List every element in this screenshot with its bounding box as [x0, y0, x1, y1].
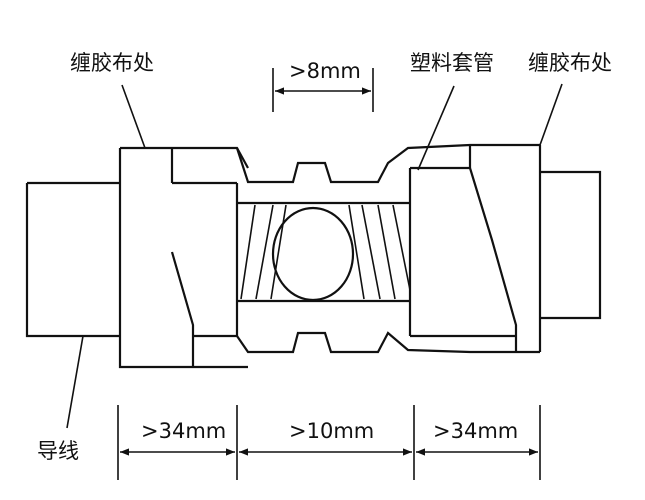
conductor-core: [271, 206, 355, 302]
dimension-bottom: [117, 405, 541, 480]
dim-middle-span-text: >10mm: [289, 419, 374, 443]
dim-top-gap-text: >8mm: [289, 59, 361, 83]
leader-lines: [66, 83, 563, 429]
label-wire: 导线: [37, 439, 79, 463]
dim-right-span-text: >34mm: [433, 419, 518, 443]
label-plastic-sleeve: 塑料套管: [410, 51, 494, 75]
left-wire: [25, 181, 120, 338]
dim-left-span-text: >34mm: [141, 419, 226, 443]
label-tape-left: 缠胶布处: [70, 51, 154, 75]
dimension-top-gap: [272, 68, 374, 112]
right-tape-wrap: [410, 145, 542, 352]
right-wire: [540, 170, 602, 320]
spiral-connector: [240, 204, 411, 300]
label-tape-right: 缠胶布处: [528, 51, 612, 75]
left-tape-wrap: [118, 146, 249, 369]
